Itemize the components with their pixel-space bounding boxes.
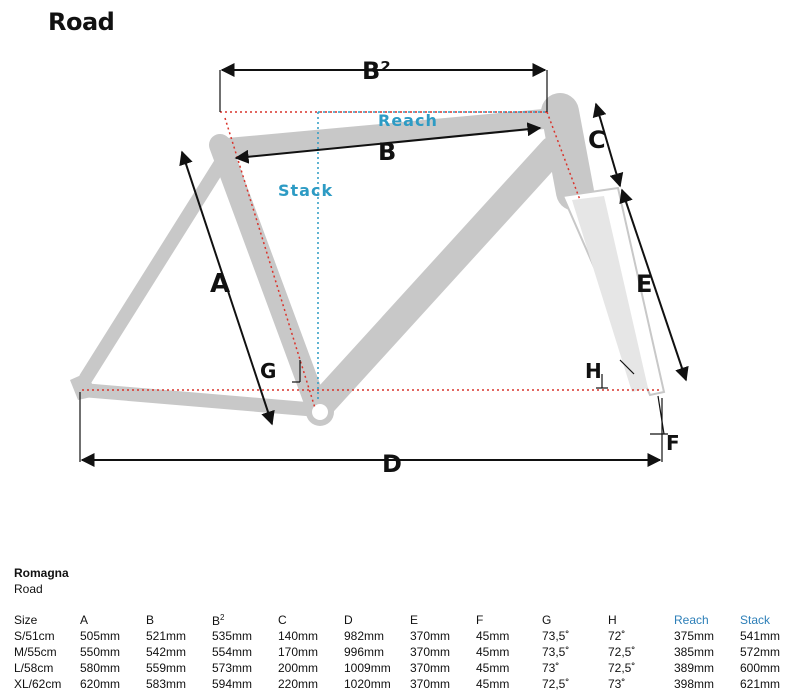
cell-d: 982mm	[344, 629, 385, 643]
label-stack: Stack	[278, 181, 333, 200]
label-c: C	[588, 126, 606, 154]
cell-a: 505mm	[80, 629, 121, 643]
cell-size: L/58cm	[14, 661, 54, 675]
cell-b: 521mm	[146, 629, 187, 643]
cell-b2: 594mm	[212, 677, 253, 691]
header-b2: B2	[212, 612, 225, 628]
cell-b: 583mm	[146, 677, 187, 691]
header-b: B	[146, 613, 155, 627]
cell-stack: 621mm	[740, 677, 781, 691]
cell-f: 45mm	[476, 661, 510, 675]
cell-b2: 535mm	[212, 629, 253, 643]
page-title: Road	[48, 8, 115, 36]
header-f: F	[476, 613, 484, 627]
header-d: D	[344, 613, 353, 627]
header-g: G	[542, 613, 552, 627]
cell-a: 580mm	[80, 661, 121, 675]
model-category: Road	[14, 582, 43, 596]
bike-frame	[75, 93, 594, 422]
label-g: G	[260, 359, 276, 383]
cell-size: M/55cm	[14, 645, 57, 659]
cell-d: 996mm	[344, 645, 385, 659]
cell-d: 1020mm	[344, 677, 391, 691]
label-reach: Reach	[378, 111, 438, 130]
label-f: F	[666, 431, 680, 455]
label-b2: B²	[362, 57, 391, 85]
cell-f: 45mm	[476, 645, 510, 659]
cell-b2: 554mm	[212, 645, 253, 659]
cell-stack: 541mm	[740, 629, 781, 643]
header-a: A	[80, 613, 89, 627]
table-row: L/58cm 580mm 559mm 573mm 200mm 1009mm 37…	[14, 660, 790, 676]
cell-b: 542mm	[146, 645, 187, 659]
model-name: Romagna	[14, 566, 69, 580]
label-d: D	[382, 450, 402, 478]
label-e: E	[636, 270, 652, 298]
cell-b: 559mm	[146, 661, 187, 675]
cell-size: S/51cm	[14, 629, 55, 643]
header-size: Size	[14, 613, 38, 627]
cell-f: 45mm	[476, 677, 510, 691]
cell-stack: 600mm	[740, 661, 781, 675]
cell-size: XL/62cm	[14, 677, 62, 691]
cell-c: 140mm	[278, 629, 319, 643]
cell-g: 72,5˚	[542, 677, 570, 691]
cell-reach: 389mm	[674, 661, 715, 675]
cell-g: 73,5˚	[542, 645, 570, 659]
frame-geometry-diagram: B² B A C E D F G H Reach Stack	[70, 57, 689, 478]
label-h: H	[585, 359, 602, 383]
cell-h: 72˚	[608, 629, 626, 643]
cell-g: 73,5˚	[542, 629, 570, 643]
head-tube	[541, 93, 594, 211]
label-a: A	[210, 269, 230, 299]
cell-reach: 385mm	[674, 645, 715, 659]
cell-e: 370mm	[410, 645, 451, 659]
down-tube	[304, 136, 567, 422]
cell-e: 370mm	[410, 629, 451, 643]
geometry-table: Size A B B2 C D E F G H Reach Stack S/51…	[14, 612, 790, 692]
header-e: E	[410, 613, 419, 627]
cell-c: 170mm	[278, 645, 319, 659]
header-reach: Reach	[674, 613, 709, 627]
cell-c: 220mm	[278, 677, 319, 691]
cell-reach: 375mm	[674, 629, 715, 643]
dimension-lines	[79, 63, 689, 467]
header-c: C	[278, 613, 287, 627]
seat-stay	[79, 148, 233, 385]
table-row: XL/62cm 620mm 583mm 594mm 220mm 1020mm 3…	[14, 676, 790, 692]
table-header-row: Size A B B2 C D E F G H Reach Stack	[14, 612, 790, 628]
cell-h: 72,5˚	[608, 661, 636, 675]
cell-h: 73˚	[608, 677, 626, 691]
cell-a: 620mm	[80, 677, 121, 691]
cell-h: 72,5˚	[608, 645, 636, 659]
rear-dropout	[70, 372, 96, 400]
cell-b2: 573mm	[212, 661, 253, 675]
cell-a: 550mm	[80, 645, 121, 659]
cell-d: 1009mm	[344, 661, 391, 675]
table-row: S/51cm 505mm 521mm 535mm 140mm 982mm 370…	[14, 628, 790, 644]
cell-reach: 398mm	[674, 677, 715, 691]
header-h: H	[608, 613, 617, 627]
table-row: M/55cm 550mm 542mm 554mm 170mm 996mm 370…	[14, 644, 790, 660]
label-b: B	[378, 138, 396, 166]
cell-e: 370mm	[410, 661, 451, 675]
cell-c: 200mm	[278, 661, 319, 675]
chain-stay	[75, 383, 325, 417]
cell-e: 370mm	[410, 677, 451, 691]
cell-f: 45mm	[476, 629, 510, 643]
cell-stack: 572mm	[740, 645, 781, 659]
blue-reference-lines	[317, 111, 547, 400]
header-stack: Stack	[740, 613, 771, 627]
cell-g: 73˚	[542, 661, 560, 675]
model-info: Romagna Road	[14, 565, 69, 597]
